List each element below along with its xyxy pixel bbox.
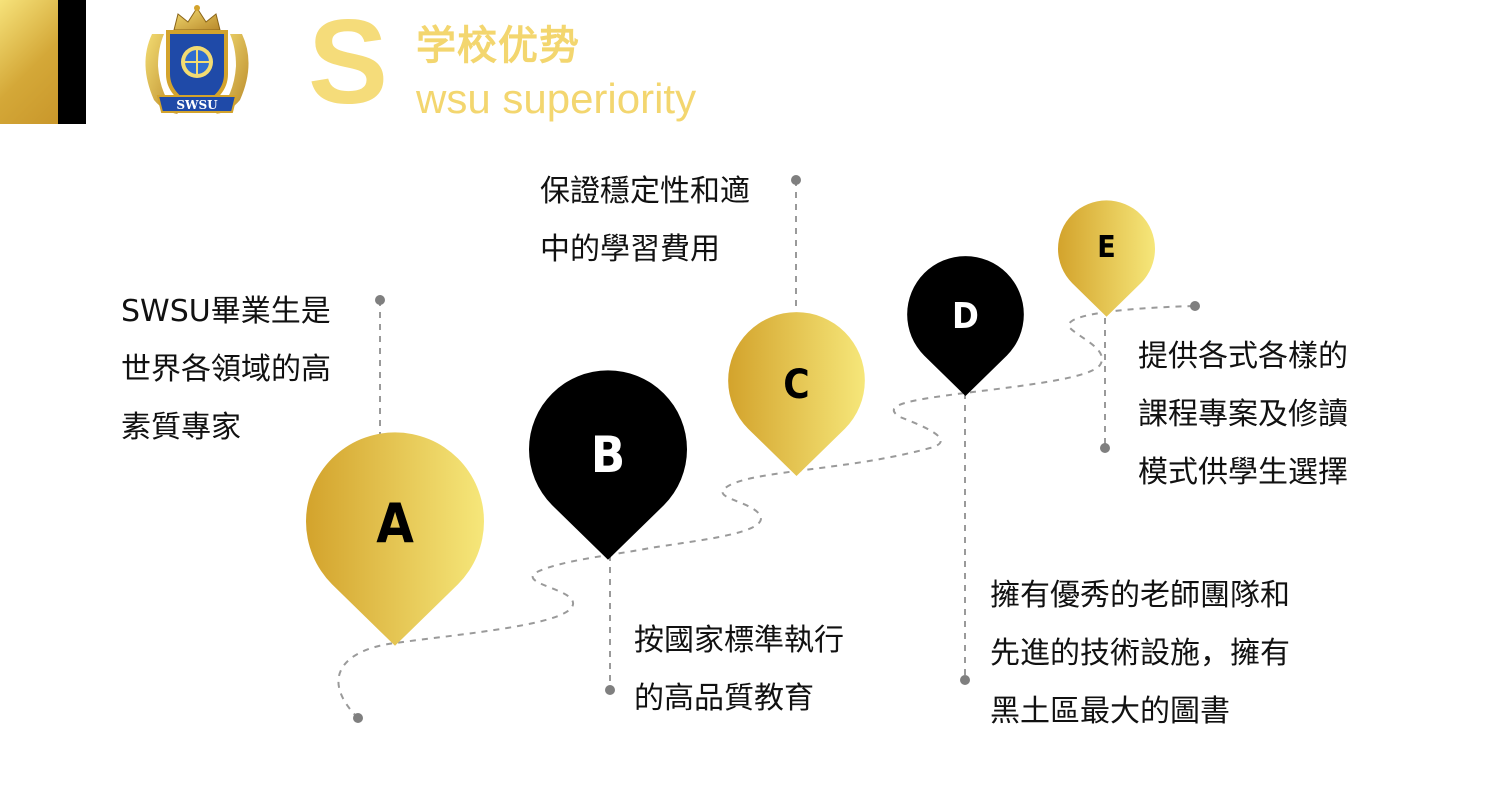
point-d-description: 擁有優秀的老師團隊和 先進的技術設施，擁有 黑土區最大的圖書 (990, 567, 1290, 741)
pin-c-letter: C (783, 362, 810, 408)
path-end-dot (1190, 301, 1200, 311)
point-d-line: 先進的技術設施，擁有 (990, 636, 1290, 671)
pin-c-marker-icon (728, 312, 865, 476)
pin-b-letter: B (590, 426, 626, 484)
winding-dashed-path (337, 305, 1196, 719)
point-a-description: SWSU畢業生是 世界各領域的高 素質專家 (121, 283, 331, 457)
crest-ribbon-text: SWSU (176, 98, 218, 112)
path-start-dot (353, 713, 363, 723)
pin-d-letter: D (952, 296, 979, 337)
point-d-line: 黑土區最大的圖書 (990, 694, 1230, 729)
point-e-line: 模式供學生選擇 (1138, 455, 1348, 490)
page-subtitle: wsu superiority (416, 75, 697, 122)
point-c-description: 保證穩定性和適 中的學習費用 (540, 163, 750, 279)
pin-e-letter: E (1097, 230, 1116, 265)
point-e-line: 提供各式各樣的 (1138, 339, 1348, 374)
connector-b-dot (605, 685, 615, 695)
connector-c-dot (791, 175, 801, 185)
point-b-line: 的高品質教育 (634, 681, 814, 716)
point-d-line: 擁有優秀的老師團隊和 (990, 578, 1290, 613)
pin-a: A (306, 432, 485, 646)
point-e-description: 提供各式各樣的 課程專案及修讀 模式供學生選擇 (1138, 328, 1348, 502)
connector-d-dot (960, 675, 970, 685)
point-a-line: SWSU畢業生是 (121, 294, 331, 329)
pin-a-letter: A (376, 492, 414, 555)
pin-d: D (907, 256, 1024, 396)
pin-b-marker-icon (529, 370, 687, 560)
point-e-line: 課程專案及修讀 (1138, 397, 1348, 432)
point-a-line: 世界各領域的高 (121, 352, 331, 387)
point-b-line: 按國家標準執行 (634, 623, 844, 658)
connector-e-dot (1100, 443, 1110, 453)
connector-a-dot (375, 295, 385, 305)
header-gold-bar (0, 0, 58, 124)
pin-a-marker-icon (306, 432, 485, 646)
pin-d-marker-icon (907, 256, 1024, 396)
header-big-letter: S (308, 0, 389, 129)
page-title: 学校优势 (416, 23, 580, 69)
pin-e: E (1058, 200, 1155, 317)
pin-b: B (529, 370, 687, 560)
header-black-bar (58, 0, 86, 124)
university-crest-logo: SWSU (145, 5, 249, 114)
point-b-description: 按國家標準執行 的高品質教育 (634, 612, 844, 728)
point-c-line: 保證穩定性和適 (540, 174, 750, 209)
pin-c: C (728, 312, 865, 476)
point-c-line: 中的學習費用 (540, 232, 720, 267)
point-a-line: 素質專家 (121, 410, 241, 445)
pin-e-marker-icon (1058, 200, 1155, 317)
